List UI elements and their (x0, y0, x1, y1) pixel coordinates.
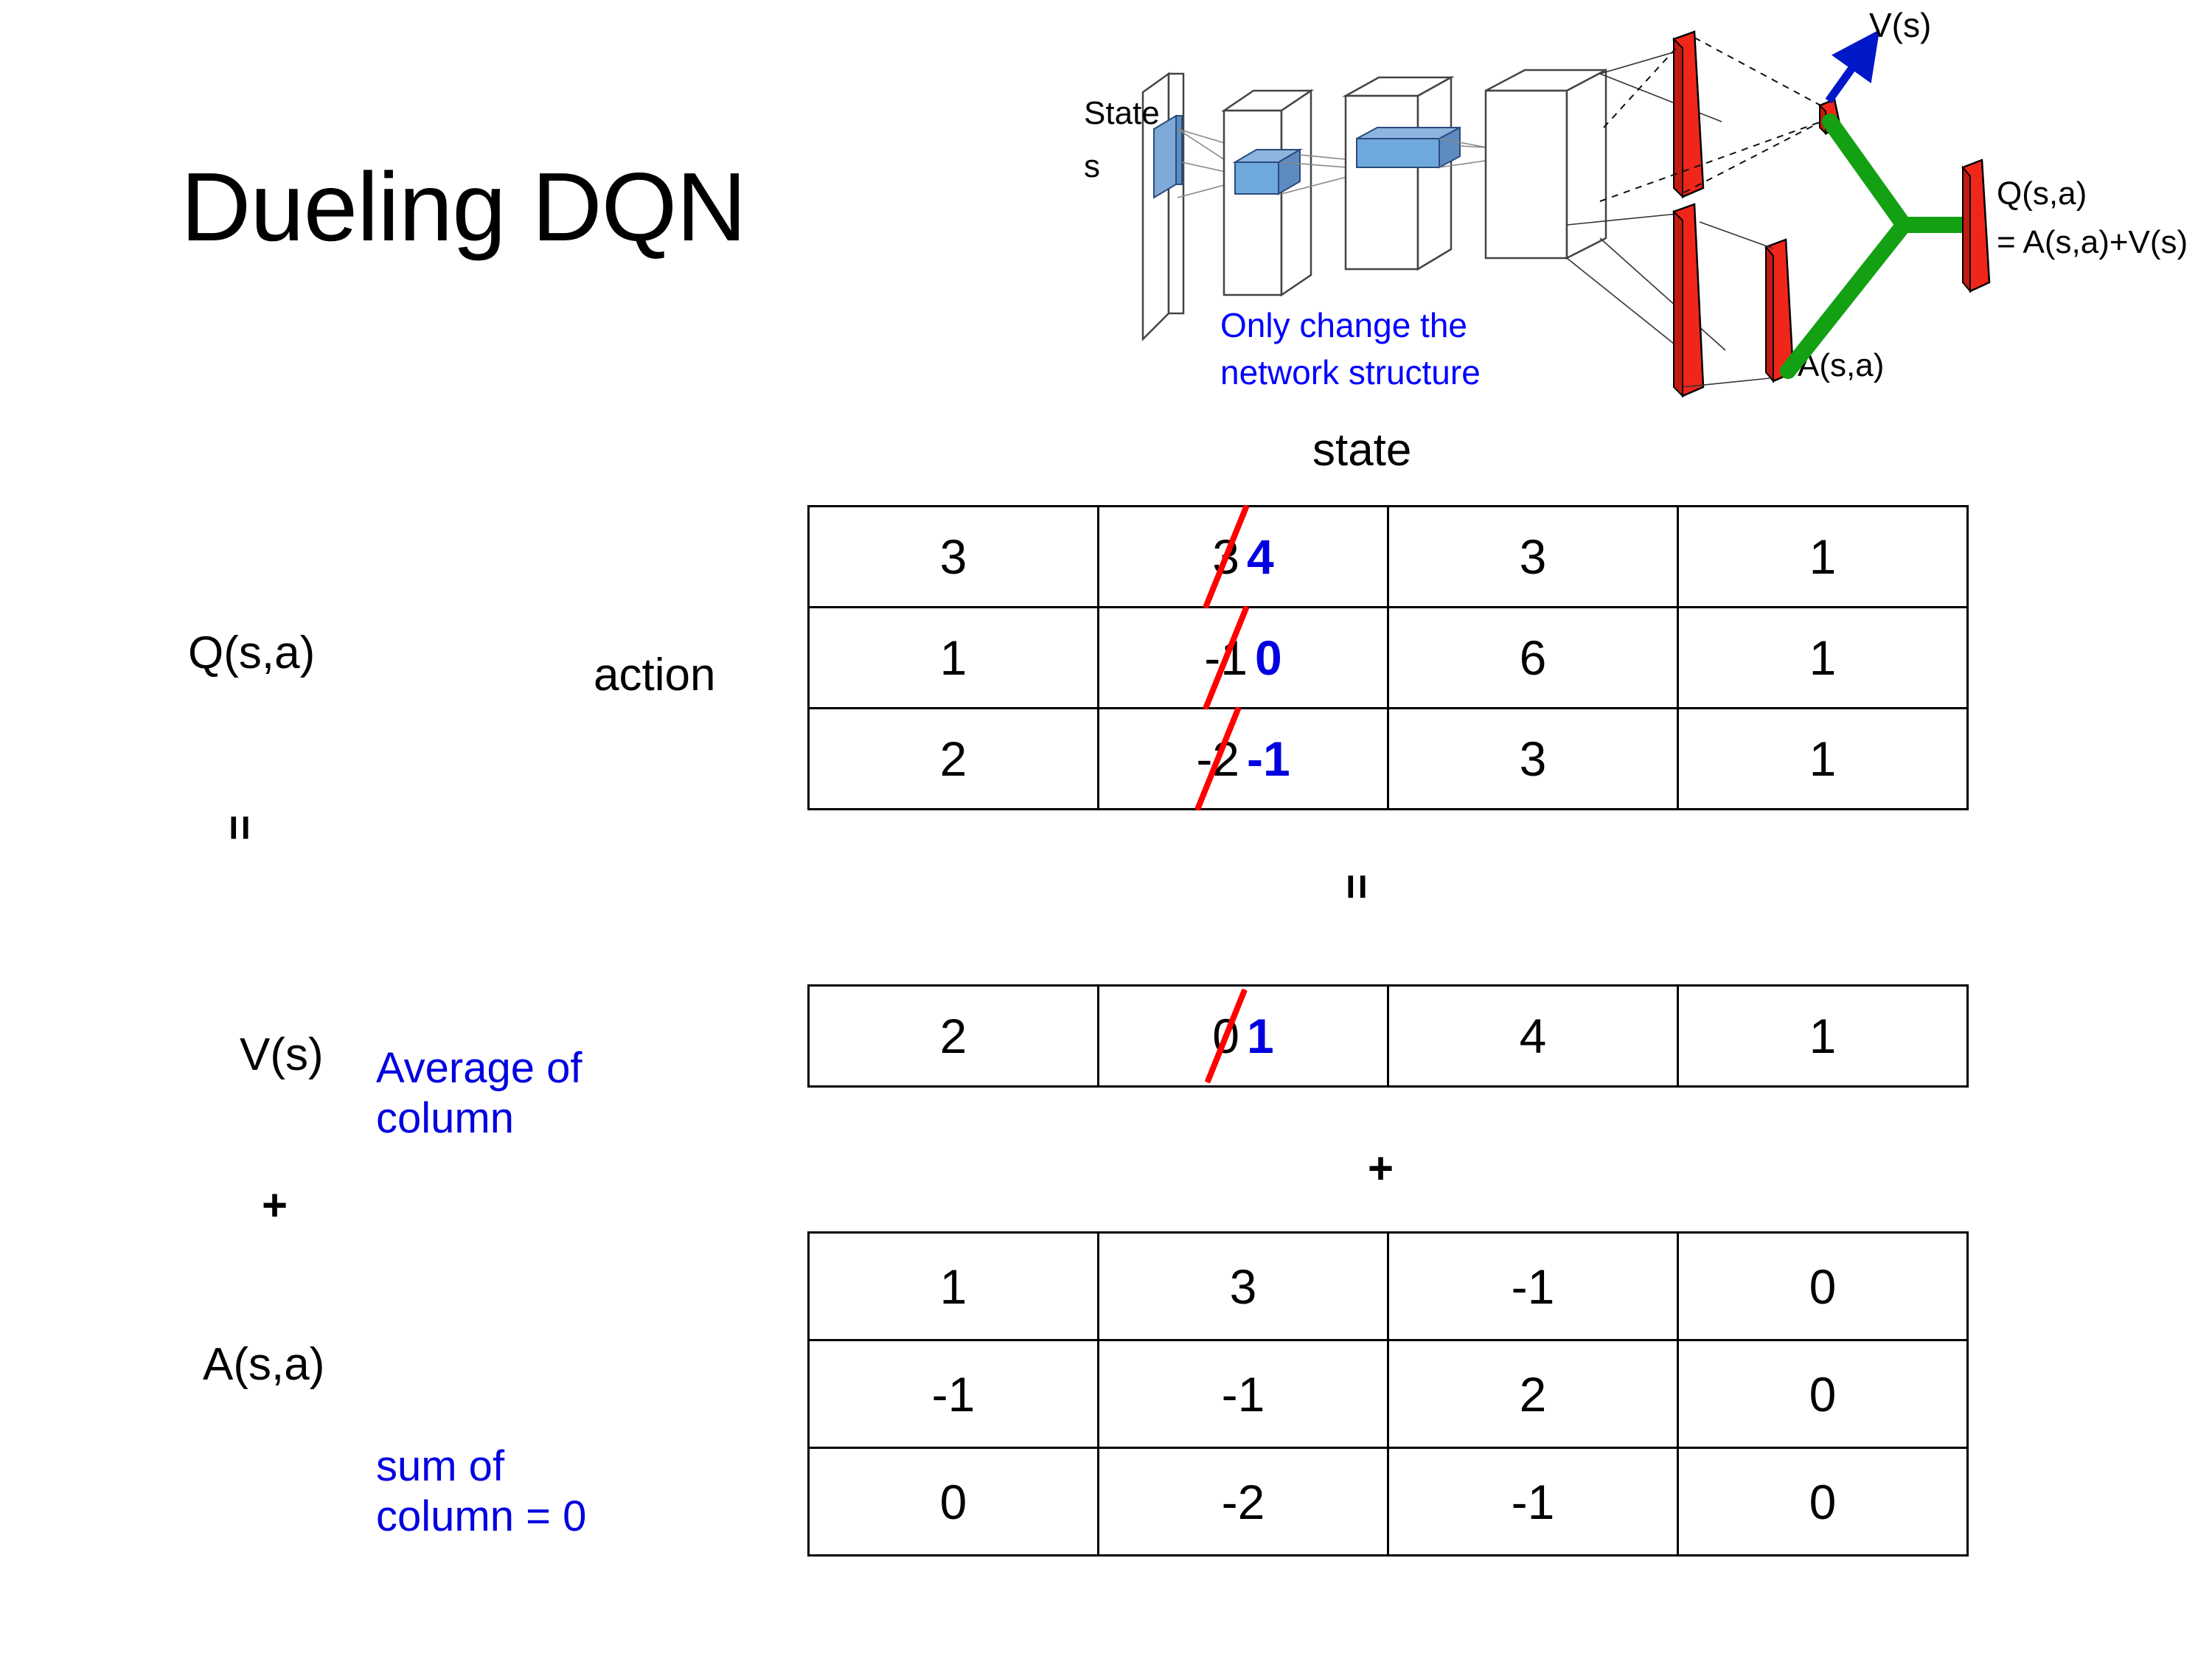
average-of-column-note: Average of column (376, 1043, 582, 1144)
table-cell: -1 (1097, 1339, 1389, 1449)
average-note-line2: column (376, 1094, 514, 1143)
table-cell: -1 (1387, 1231, 1679, 1341)
corrected-new-value: -1 (1247, 731, 1290, 786)
table-cell: 1 (807, 1231, 1099, 1341)
table-cell: 1 (1677, 505, 1969, 608)
strikethrough-mark (1194, 706, 1242, 812)
struck-old-value: 0 (1204, 988, 1248, 1084)
table-cell: 0 (1677, 1339, 1969, 1449)
table-cell: 6 (1387, 606, 1679, 709)
diagram-q-output-line2: = A(s,a)+V(s) (1997, 224, 2188, 260)
table-cell: 2 (807, 707, 1099, 810)
diagram-note-line2: network structure (1220, 353, 1481, 392)
table-cell: 2 (1387, 1339, 1679, 1449)
table-cell: 0 (1677, 1447, 1969, 1557)
struck-old-value: -2 (1194, 706, 1242, 812)
strikethrough-mark (1204, 988, 1248, 1084)
equals-operator-1: = (215, 815, 265, 841)
table-cell: 1 (1677, 606, 1969, 709)
table-cell: 1 (1677, 707, 1969, 810)
state-axis-label: state (1312, 425, 1412, 476)
plus-operator-1: + (262, 1180, 288, 1230)
corrected-new-value: 1 (1247, 1009, 1274, 1063)
sum-of-column-note: sum of column = 0 (376, 1441, 586, 1543)
table-cell: 3 (1387, 505, 1679, 608)
q-function-label: Q(s,a) (188, 627, 316, 678)
diagram-note-line1: Only change the (1220, 306, 1467, 344)
sum-note-line1: sum of (376, 1442, 505, 1490)
table-cell: 0 (807, 1447, 1099, 1557)
action-axis-label: action (594, 650, 716, 700)
table-cell: 4 (1387, 984, 1679, 1088)
table-cell: 1 (1677, 984, 1969, 1088)
corrected-new-value: 0 (1254, 630, 1282, 685)
diagram-q-output-line1: Q(s,a) (1997, 175, 2087, 212)
table-cell: -2 (1097, 1447, 1389, 1557)
table-cell: 3 (1097, 1231, 1389, 1341)
table-cell: 3 (807, 505, 1099, 608)
struck-old-value: -1 (1202, 605, 1250, 711)
strikethrough-mark (1202, 605, 1250, 711)
table-cell: 1 (807, 606, 1099, 709)
plus-operator-2: + (1368, 1144, 1394, 1193)
strikethrough-mark (1202, 504, 1250, 610)
v-function-label: V(s) (240, 1029, 324, 1080)
diagram-state-label-line2: s (1084, 148, 1100, 184)
table-cell: 2 (807, 984, 1099, 1088)
diagram-state-label-line1: State (1084, 95, 1160, 131)
table-cell: 3 (1387, 707, 1679, 810)
table-cell: 0 (1677, 1231, 1969, 1341)
page-title: Dueling DQN (181, 153, 747, 261)
sum-note-line2: column = 0 (376, 1492, 587, 1541)
average-note-line1: Average of (376, 1044, 582, 1092)
table-cell: -1 (807, 1339, 1099, 1449)
a-function-label: A(s,a) (203, 1339, 325, 1390)
corrected-new-value: 4 (1247, 529, 1274, 584)
equals-operator-2: = (1332, 874, 1382, 900)
table-cell: -2-1 (1097, 706, 1389, 812)
table-cell: -1 (1387, 1447, 1679, 1557)
struck-old-value: 3 (1202, 504, 1250, 610)
dueling-network-diagram: V(s) A(s,a) Q(s,a) = A(s,a)+V(s) (1084, 4, 2205, 406)
diagram-v-output-label: V(s) (1869, 6, 1931, 44)
